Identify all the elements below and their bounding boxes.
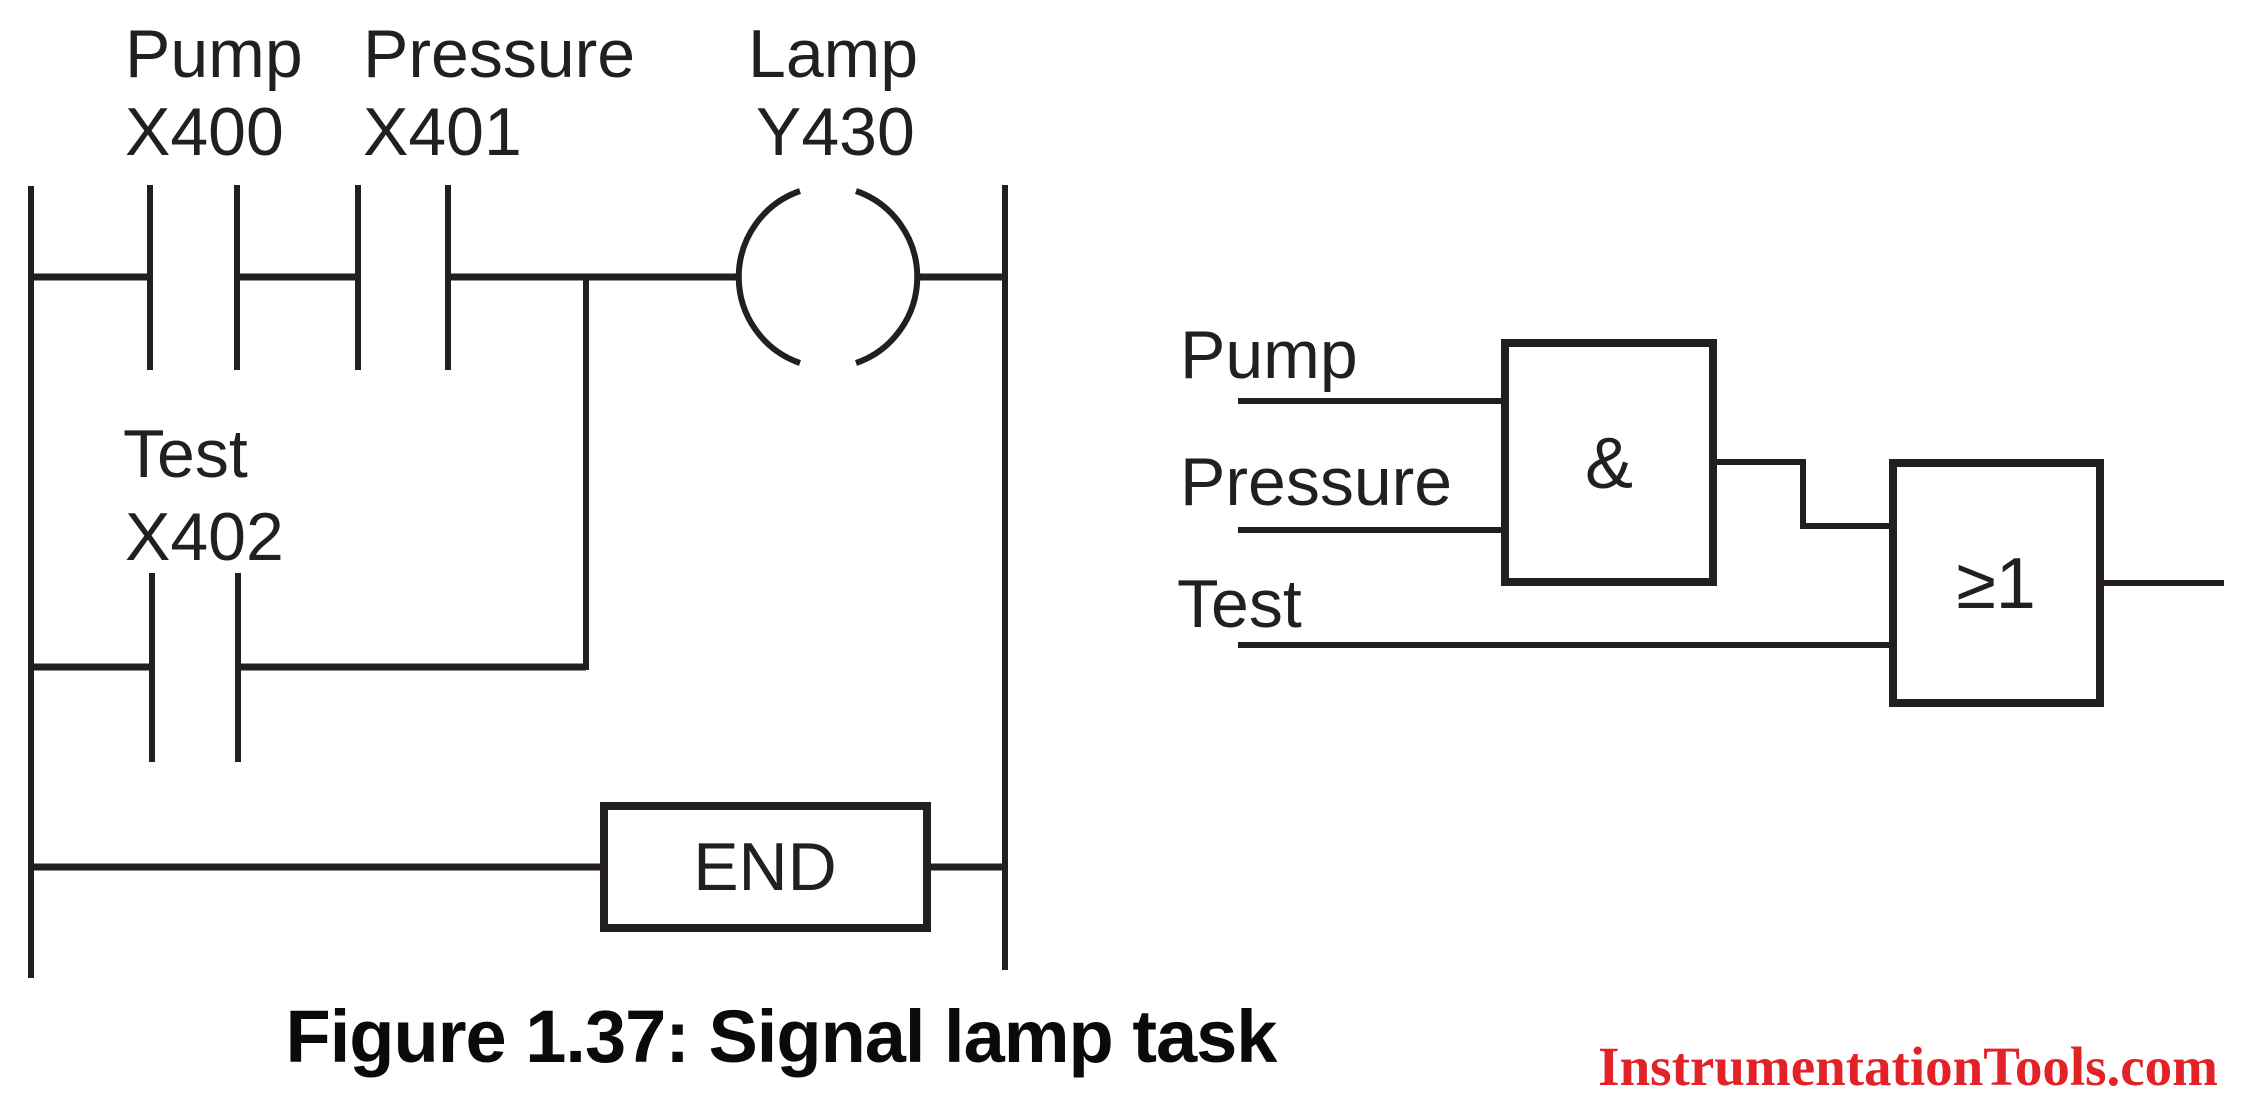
and-gate-symbol: & [1585,424,1633,504]
pressure-contact-address: X401 [363,94,522,170]
lamp-coil-right-arc [855,188,921,366]
pressure-contact-name: Pressure [363,16,635,92]
test-contact [149,573,241,762]
and-to-or-connector-wire [1713,459,1893,529]
lamp-coil [735,188,921,366]
pump-contact-name: Pump [125,16,303,92]
lamp-coil-left-arc [735,188,801,366]
pump-contact [147,185,240,370]
pump-contact-address: X400 [125,94,284,170]
pressure-contact [355,185,451,370]
figure-caption: Figure 1.37: Signal lamp task [286,995,1279,1078]
end-box-label: END [693,829,837,905]
end-box [600,802,931,932]
logic-input-test-label: Test [1177,566,1302,642]
and-gate-box [1501,339,1717,586]
or-gate-symbol: ≥1 [1956,544,2036,624]
or-gate-box [1889,459,2104,707]
logic-input-pressure-label: Pressure [1180,444,1452,520]
test-contact-address: X402 [125,499,284,575]
lamp-coil-name: Lamp [748,16,918,92]
logic-input-pump-label: Pump [1180,317,1358,393]
lamp-coil-address: Y430 [756,94,915,170]
watermark: InstrumentationTools.com [1598,1036,2218,1097]
test-contact-name: Test [123,416,248,492]
